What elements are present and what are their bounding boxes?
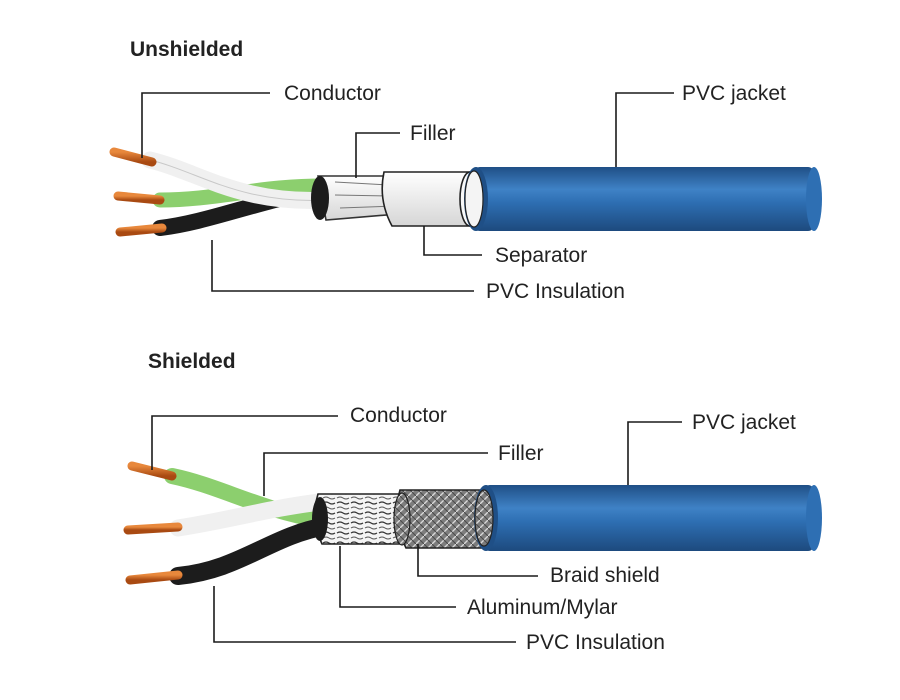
- white-insulated-wire: [169, 493, 329, 537]
- unshielded-title: Unshielded: [130, 38, 243, 61]
- label-filler: Filler: [498, 442, 544, 465]
- label-pvc-jacket: PVC jacket: [682, 82, 786, 105]
- shielded-aluminum-mylar: [312, 493, 407, 545]
- shielded-leader-lines: [151, 415, 682, 643]
- leader-pvc-insulation: [213, 586, 516, 643]
- shielded-title: Shielded: [148, 350, 236, 373]
- label-filler: Filler: [410, 122, 456, 145]
- label-braid-shield: Braid shield: [550, 564, 660, 587]
- black-insulated-wire: [169, 517, 335, 585]
- shielded-wires: [123, 461, 335, 585]
- leader-filler: [263, 452, 488, 496]
- leader-conductor: [141, 92, 270, 158]
- label-conductor: Conductor: [284, 82, 381, 105]
- label-pvc-insulation: PVC Insulation: [486, 280, 625, 303]
- leader-separator: [423, 226, 482, 256]
- shielded-braid: [393, 489, 489, 549]
- conductor-copper-3: [115, 223, 167, 237]
- label-conductor: Conductor: [350, 404, 447, 427]
- leader-pvc-jacket: [627, 421, 682, 485]
- unshielded-section: Unshielded: [109, 38, 822, 303]
- conductor-copper-1: [109, 147, 157, 167]
- leader-pvc-jacket: [615, 92, 674, 167]
- leader-aluminum-mylar: [339, 546, 456, 608]
- conductor-copper-3: [125, 570, 183, 585]
- leader-braid-shield: [417, 544, 538, 577]
- label-aluminum-mylar: Aluminum/Mylar: [467, 596, 618, 619]
- leader-filler: [355, 132, 400, 178]
- conductor-copper-2: [123, 522, 183, 535]
- label-pvc-insulation: PVC Insulation: [526, 631, 665, 654]
- unshielded-leader-lines: [141, 92, 674, 292]
- unshielded-filler: [311, 175, 399, 221]
- unshielded-jacket: [464, 167, 822, 231]
- label-pvc-jacket: PVC jacket: [692, 411, 796, 434]
- white-wire-outline: [149, 159, 331, 202]
- unshielded-wires: [109, 147, 339, 237]
- cable-core-end: [311, 176, 329, 220]
- shielded-section: Shielded: [123, 350, 822, 654]
- conductor-copper-1: [127, 461, 177, 481]
- label-separator: Separator: [495, 244, 587, 267]
- conductor-copper-2: [113, 191, 165, 205]
- leader-conductor: [151, 415, 338, 470]
- leader-pvc-insulation: [211, 240, 474, 292]
- green-insulated-wire: [164, 468, 328, 528]
- shielded-jacket: [474, 485, 822, 551]
